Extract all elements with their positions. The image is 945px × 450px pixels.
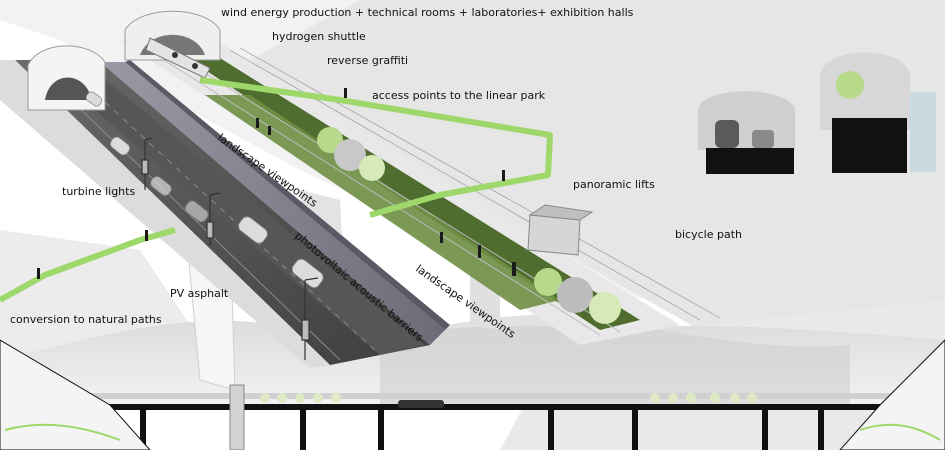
photovoltaic-barrier — [100, 60, 450, 345]
label-panoramic-lifts: panoramic lifts — [573, 178, 655, 191]
shuttle-tunnel-portal — [124, 10, 221, 79]
section-details — [698, 52, 936, 174]
label-turbine-lights: turbine lights — [62, 185, 136, 198]
road-tunnel-portal — [27, 45, 106, 111]
cars — [85, 91, 324, 288]
people — [37, 88, 516, 279]
label-wind-energy: wind energy production + technical rooms… — [221, 6, 634, 19]
label-hydrogen-shuttle: hydrogen shuttle — [272, 30, 366, 43]
label-pv-asphalt: PV asphalt — [170, 287, 229, 300]
trees — [317, 127, 621, 324]
road-deck — [0, 60, 430, 368]
panoramic-lift — [527, 204, 594, 256]
label-access-points: access points to the linear park — [372, 89, 546, 102]
green-paths — [0, 77, 553, 303]
label-reverse-graffiti: reverse graffiti — [327, 54, 409, 67]
label-bicycle-path: bicycle path — [675, 228, 742, 241]
linear-park-deck — [120, 40, 721, 345]
label-conversion-paths: conversion to natural paths — [10, 313, 162, 326]
viaduct-section — [0, 339, 945, 450]
turbine-lights — [141, 137, 319, 360]
